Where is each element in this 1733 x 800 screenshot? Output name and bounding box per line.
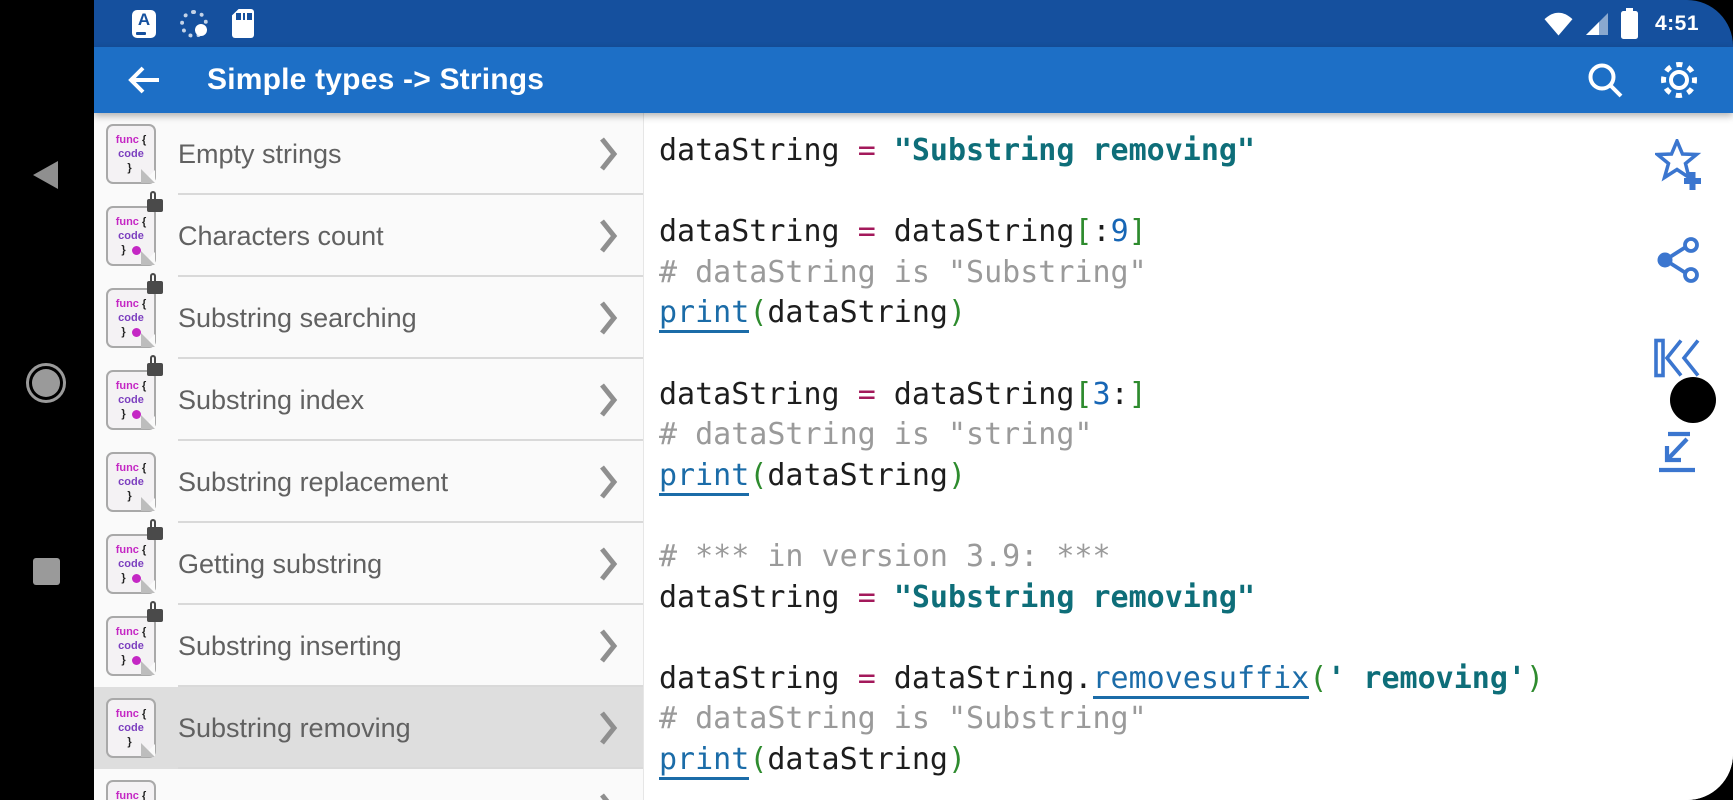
func-code-doc-icon: func {code} (106, 601, 163, 676)
sidebar-item[interactable]: func {code} Substring inserting (94, 601, 643, 687)
magenta-dot (131, 573, 141, 583)
code-line: dataString = dataString.removesuffix(' r… (659, 660, 1733, 702)
main-column: A 4:51 (94, 0, 1733, 800)
lock-icon (147, 601, 163, 622)
chevron-right-icon (600, 465, 618, 499)
sidebar-item[interactable]: func {code} Characters count (94, 191, 643, 277)
sidebar-item-label: Substring inserting (178, 630, 402, 661)
code-panel: dataString = "Substring removing" dataStr… (644, 113, 1733, 800)
chevron-right-icon (600, 629, 618, 663)
skip-to-start-icon[interactable] (1653, 338, 1701, 378)
sidebar-item-label: Getting substring (178, 548, 383, 579)
system-nav-bar (0, 0, 94, 800)
lock-icon (147, 355, 163, 376)
code-line (659, 620, 1733, 661)
func-code-doc-icon: func {code} (106, 519, 163, 594)
func-code-doc-icon: func {code} (106, 124, 156, 184)
nav-home-icon[interactable] (26, 363, 66, 403)
code-line: print(dataString) (659, 741, 1733, 783)
lock-icon (147, 191, 163, 212)
letter-a-app-icon: A (132, 9, 156, 38)
sync-circle-icon (180, 9, 208, 38)
sidebar-item-label: Empty strings (178, 138, 342, 169)
record-overlay-button[interactable] (1670, 377, 1716, 423)
favorite-add-icon[interactable] (1655, 139, 1703, 191)
lock-icon (147, 273, 163, 294)
code-line: print(dataString) (659, 295, 1733, 336)
search-icon[interactable] (1583, 58, 1627, 102)
func-code-doc-icon: func {code} (106, 780, 156, 800)
chevron-right-icon (600, 711, 618, 745)
jump-to-bottom-icon[interactable] (1655, 430, 1699, 474)
magenta-dot (131, 655, 141, 665)
code-line (659, 336, 1733, 377)
settings-gear-icon[interactable] (1655, 56, 1703, 104)
code-line: print(dataString) (659, 457, 1733, 499)
chevron-right-icon (600, 547, 618, 581)
magenta-dot (131, 409, 141, 419)
battery-icon (1620, 8, 1638, 39)
code-line: dataString = dataString[:9] (659, 214, 1147, 250)
code-line: dataString = "Substring removing" (659, 579, 1256, 615)
sd-card-icon (232, 9, 254, 38)
sidebar-item[interactable]: func {code} Substring removing (94, 687, 643, 769)
code-line (659, 174, 1733, 215)
code-line: dataString = "Substring removing" (659, 133, 1256, 168)
nav-recents-icon[interactable] (33, 558, 60, 585)
sidebar-item[interactable]: func {code} Substring searching (94, 273, 643, 359)
sidebar-item-label: Substring replacement (178, 466, 449, 497)
lock-icon (147, 519, 163, 540)
func-code-doc-icon: func {code} (106, 191, 163, 266)
sidebar-item-label: Substring index (178, 384, 365, 415)
sidebar-item[interactable]: func {code} Substring replacement (94, 441, 643, 523)
wifi-icon (1544, 12, 1573, 36)
status-left-icons: A (132, 9, 254, 38)
sidebar-item-label: Substring searching (178, 302, 417, 333)
func-code-doc-icon: func {code} (106, 273, 163, 348)
func-code-doc-icon: func {code} (106, 698, 156, 758)
nav-back-icon[interactable] (33, 161, 58, 189)
share-icon[interactable] (1657, 237, 1701, 283)
chevron-right-icon (600, 383, 618, 417)
sidebar-item[interactable]: func {code} Empty strings (94, 113, 643, 195)
page-title: Simple types -> Strings (207, 63, 545, 96)
back-arrow-icon[interactable] (124, 60, 164, 100)
chevron-right-icon (600, 219, 618, 253)
chevron-right-icon (600, 137, 618, 171)
sidebar-item[interactable]: func {code} (94, 769, 643, 800)
code-line: # dataString is "Substring" (659, 701, 1147, 737)
status-bar: A 4:51 (94, 0, 1733, 47)
code-lines: dataString = "Substring removing" dataStr… (659, 133, 1733, 783)
func-code-doc-icon: func {code} (106, 355, 163, 430)
sidebar-item-label: Characters count (178, 220, 384, 251)
sidebar-item[interactable]: func {code} Substring index (94, 355, 643, 441)
chevron-right-icon (600, 301, 618, 335)
code-line (659, 498, 1733, 539)
code-line: # dataString is "string" (659, 417, 1093, 453)
magenta-dot (131, 245, 141, 255)
app-bar: Simple types -> Strings (94, 47, 1733, 113)
code-line: dataString = dataString[3:] (659, 376, 1147, 412)
chevron-right-icon (600, 793, 610, 800)
sidebar-item[interactable]: func {code} Getting substring (94, 519, 643, 605)
code-line: # *** in version 3.9: *** (659, 538, 1111, 574)
cell-signal-icon (1585, 12, 1608, 35)
sidebar-item-label: Substring removing (178, 712, 411, 743)
status-clock: 4:51 (1654, 11, 1699, 35)
status-right-icons: 4:51 (1543, 8, 1699, 39)
magenta-dot (131, 327, 141, 337)
code-line: # dataString is "Substring" (659, 254, 1147, 290)
func-code-doc-icon: func {code} (106, 452, 156, 512)
